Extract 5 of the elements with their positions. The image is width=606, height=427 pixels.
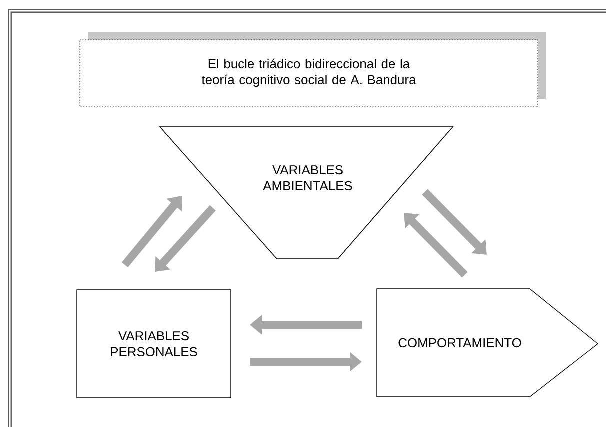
block-arrow	[122, 196, 182, 268]
block-arrow	[422, 189, 487, 255]
block-arrow	[155, 205, 216, 272]
title-box: El bucle triádico bidireccional de la teoría cognitivo social de A. Bandura	[80, 32, 546, 108]
process-box: VARIABLES PERSONALES	[76, 290, 232, 398]
